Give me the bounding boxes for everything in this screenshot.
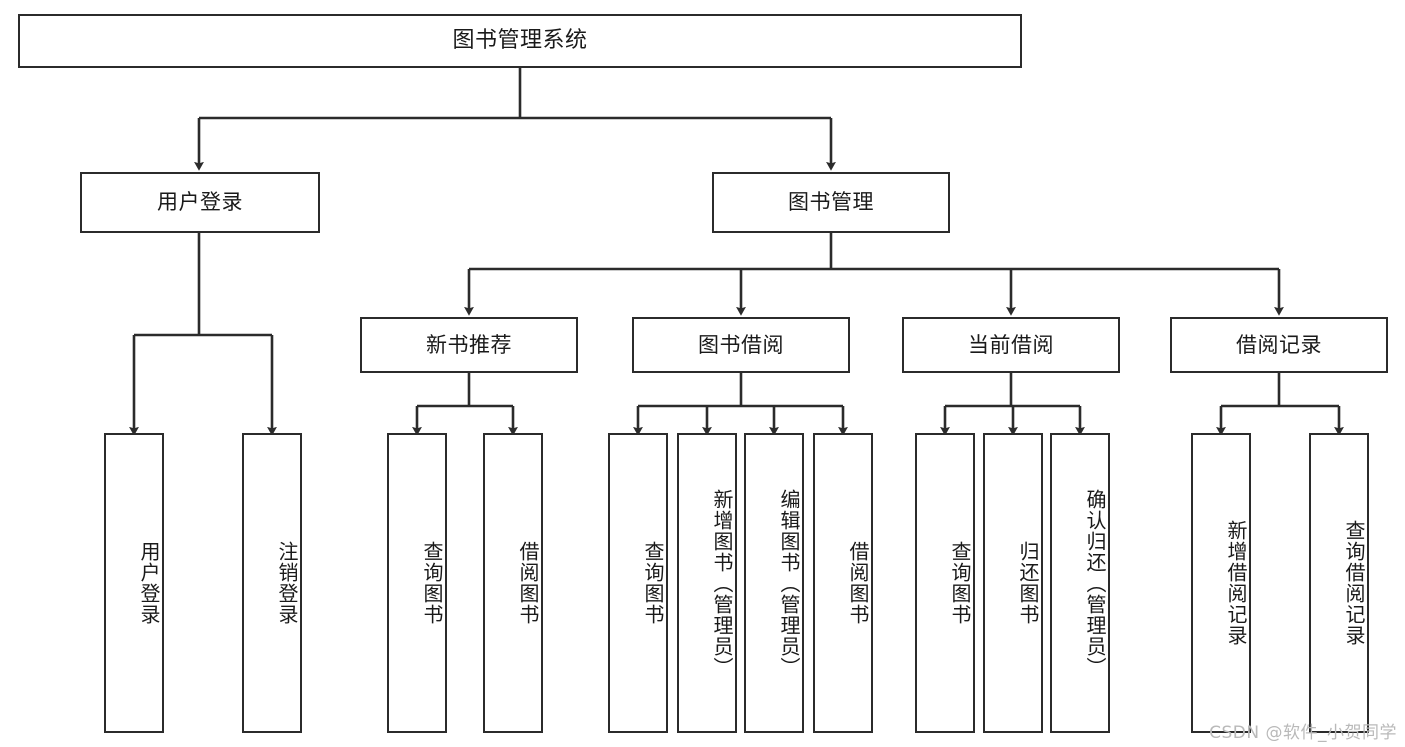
leaf-label: 用户登录 — [137, 541, 161, 625]
leaf-label: 查询图书 — [641, 541, 665, 625]
leaf-label: 新增图书（管理员） — [710, 488, 734, 678]
node-borrow-record[interactable]: 借阅记录 — [1170, 317, 1388, 373]
node-leaf-borrow-book-1[interactable]: 借阅图书 — [483, 433, 543, 733]
leaf-label: 确认归还（管理员） — [1083, 488, 1107, 678]
leaf-label: 查询借阅记录 — [1342, 520, 1366, 646]
leaf-label: 注销登录 — [275, 541, 299, 625]
node-leaf-logout-login[interactable]: 注销登录 — [242, 433, 302, 733]
node-book-manage[interactable]: 图书管理 — [712, 172, 950, 233]
node-leaf-query-book-2[interactable]: 查询图书 — [608, 433, 668, 733]
node-current-borrow[interactable]: 当前借阅 — [902, 317, 1120, 373]
leaf-label: 归还图书 — [1016, 541, 1040, 625]
node-leaf-query-book-1[interactable]: 查询图书 — [387, 433, 447, 733]
node-book-borrow[interactable]: 图书借阅 — [632, 317, 850, 373]
node-leaf-add-book[interactable]: 新增图书（管理员） — [677, 433, 737, 733]
csdn-watermark: CSDN @软件_小贺同学 — [1209, 723, 1397, 743]
node-leaf-borrow-book-2[interactable]: 借阅图书 — [813, 433, 873, 733]
node-leaf-add-record[interactable]: 新增借阅记录 — [1191, 433, 1251, 733]
node-user-login[interactable]: 用户登录 — [80, 172, 320, 233]
node-leaf-query-record[interactable]: 查询借阅记录 — [1309, 433, 1369, 733]
node-leaf-user-login[interactable]: 用户登录 — [104, 433, 164, 733]
node-leaf-query-book-3[interactable]: 查询图书 — [915, 433, 975, 733]
leaf-label: 查询图书 — [420, 541, 444, 625]
node-leaf-edit-book[interactable]: 编辑图书（管理员） — [744, 433, 804, 733]
node-leaf-confirm-return[interactable]: 确认归还（管理员） — [1050, 433, 1110, 733]
leaf-label: 借阅图书 — [846, 541, 870, 625]
node-new-book-recommend[interactable]: 新书推荐 — [360, 317, 578, 373]
node-root-system[interactable]: 图书管理系统 — [18, 14, 1022, 68]
leaf-label: 查询图书 — [948, 541, 972, 625]
node-leaf-return-book[interactable]: 归还图书 — [983, 433, 1043, 733]
leaf-label: 借阅图书 — [516, 541, 540, 625]
leaf-label: 新增借阅记录 — [1224, 520, 1248, 646]
leaf-label: 编辑图书（管理员） — [777, 488, 801, 678]
